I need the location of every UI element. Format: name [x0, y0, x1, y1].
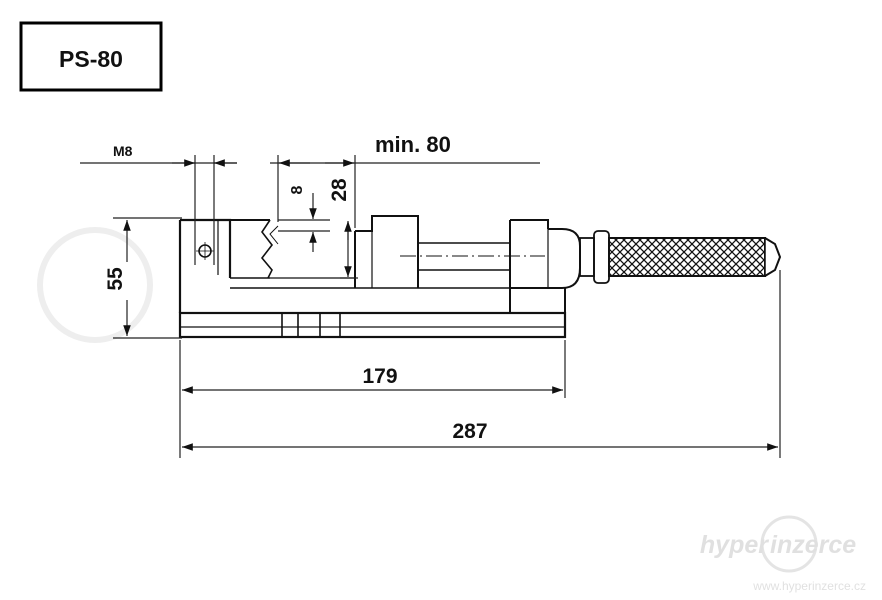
dimension-jaw-step: 8 — [278, 185, 330, 252]
dimension-height: 55 — [104, 217, 182, 339]
dimension-height-label: 55 — [104, 267, 127, 291]
model-title: PS-80 — [59, 46, 123, 72]
dimension-overall-length-label: 287 — [452, 420, 487, 443]
site-watermark: hyper inzerce www.hyperinzerce.cz — [700, 515, 866, 593]
watermark-url: www.hyperinzerce.cz — [752, 579, 866, 593]
model-title-box: PS-80 — [19, 21, 163, 92]
knurled-handle — [608, 237, 782, 277]
watermark-brand-left: hyper — [700, 531, 769, 559]
dimension-base-length: 179 — [179, 340, 566, 458]
dimension-jaw-opening-label: min. 80 — [375, 132, 451, 157]
watermark-brand-right: inzerce — [770, 531, 856, 559]
background-watermark — [37, 227, 153, 343]
dimension-jaw-height-label: 28 — [328, 178, 351, 202]
watermark-ring-icon — [760, 515, 818, 573]
dimension-overall-length: 287 — [182, 270, 781, 458]
dimension-thread-label: M8 — [113, 143, 133, 159]
dimension-thread: M8 — [80, 143, 237, 265]
vise-body — [178, 215, 610, 339]
dimension-jaw-opening: min. 80 — [270, 132, 540, 228]
dimension-base-length-label: 179 — [362, 365, 397, 388]
dimension-jaw-height: 28 — [328, 178, 358, 279]
dimension-jaw-step-label: 8 — [289, 185, 306, 194]
